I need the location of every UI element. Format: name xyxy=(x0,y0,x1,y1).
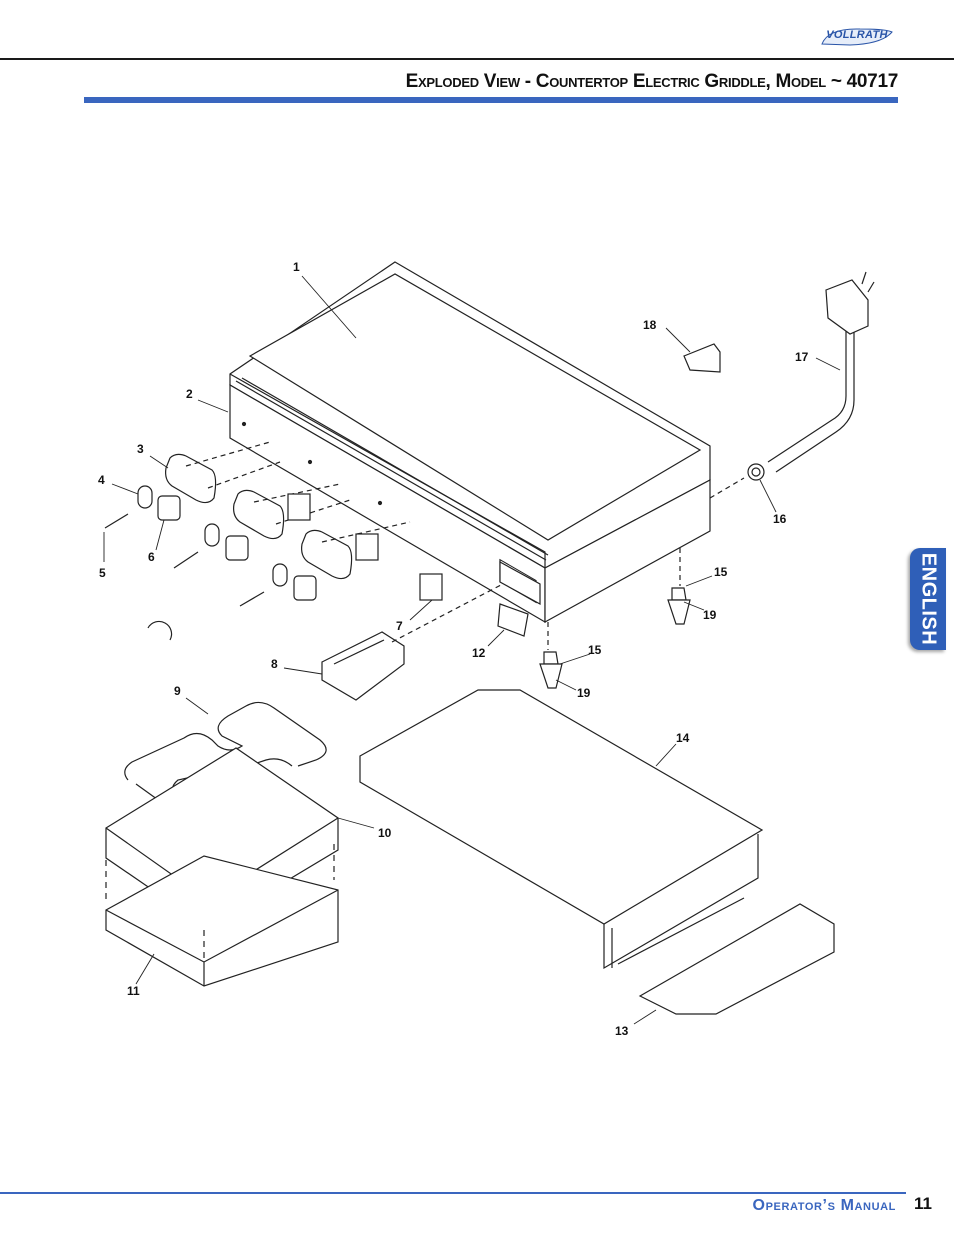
callout-13: 13 xyxy=(615,1024,629,1038)
vollrath-logo: VOLLRATH xyxy=(820,26,894,48)
callout-9: 9 xyxy=(174,684,181,698)
footer-rule xyxy=(0,1192,906,1194)
callout-14: 14 xyxy=(676,731,690,745)
callout-8: 8 xyxy=(271,657,278,671)
callout-2: 2 xyxy=(186,387,193,401)
callout-17: 17 xyxy=(795,350,809,364)
page-title: Exploded View - Countertop Electric Grid… xyxy=(405,71,899,92)
callout-7: 7 xyxy=(396,619,403,633)
language-tab[interactable] xyxy=(910,548,946,650)
title-bar xyxy=(84,97,898,103)
page-number: 11 xyxy=(914,1194,932,1213)
skirt-panel xyxy=(638,903,835,1015)
grease-tray xyxy=(321,574,521,701)
callout-15b: 15 xyxy=(588,643,602,657)
callout-3: 3 xyxy=(137,442,144,456)
callout-10: 10 xyxy=(378,826,392,840)
power-cord xyxy=(683,271,875,499)
callout-5: 5 xyxy=(99,566,106,580)
control-plates xyxy=(104,441,443,641)
header-rule xyxy=(0,58,954,60)
insulation-and-box xyxy=(105,747,339,987)
callout-19a: 19 xyxy=(703,608,717,622)
leader-lines xyxy=(103,275,841,1025)
callout-12: 12 xyxy=(472,646,486,660)
footer-manual-title: Operator’s Manual xyxy=(752,1197,896,1214)
callout-4: 4 xyxy=(98,473,105,487)
callout-19b: 19 xyxy=(577,686,591,700)
callout-11: 11 xyxy=(127,984,140,998)
griddle-body xyxy=(229,261,711,624)
callout-15a: 15 xyxy=(714,565,728,579)
callout-18: 18 xyxy=(643,318,657,332)
bottom-panel xyxy=(359,689,764,970)
callout-1: 1 xyxy=(293,260,300,274)
logo-text: VOLLRATH xyxy=(826,29,888,41)
feet xyxy=(497,548,691,689)
callout-6: 6 xyxy=(148,550,155,564)
language-tab-label: ENGLISH xyxy=(917,552,940,646)
callout-16: 16 xyxy=(773,512,787,526)
